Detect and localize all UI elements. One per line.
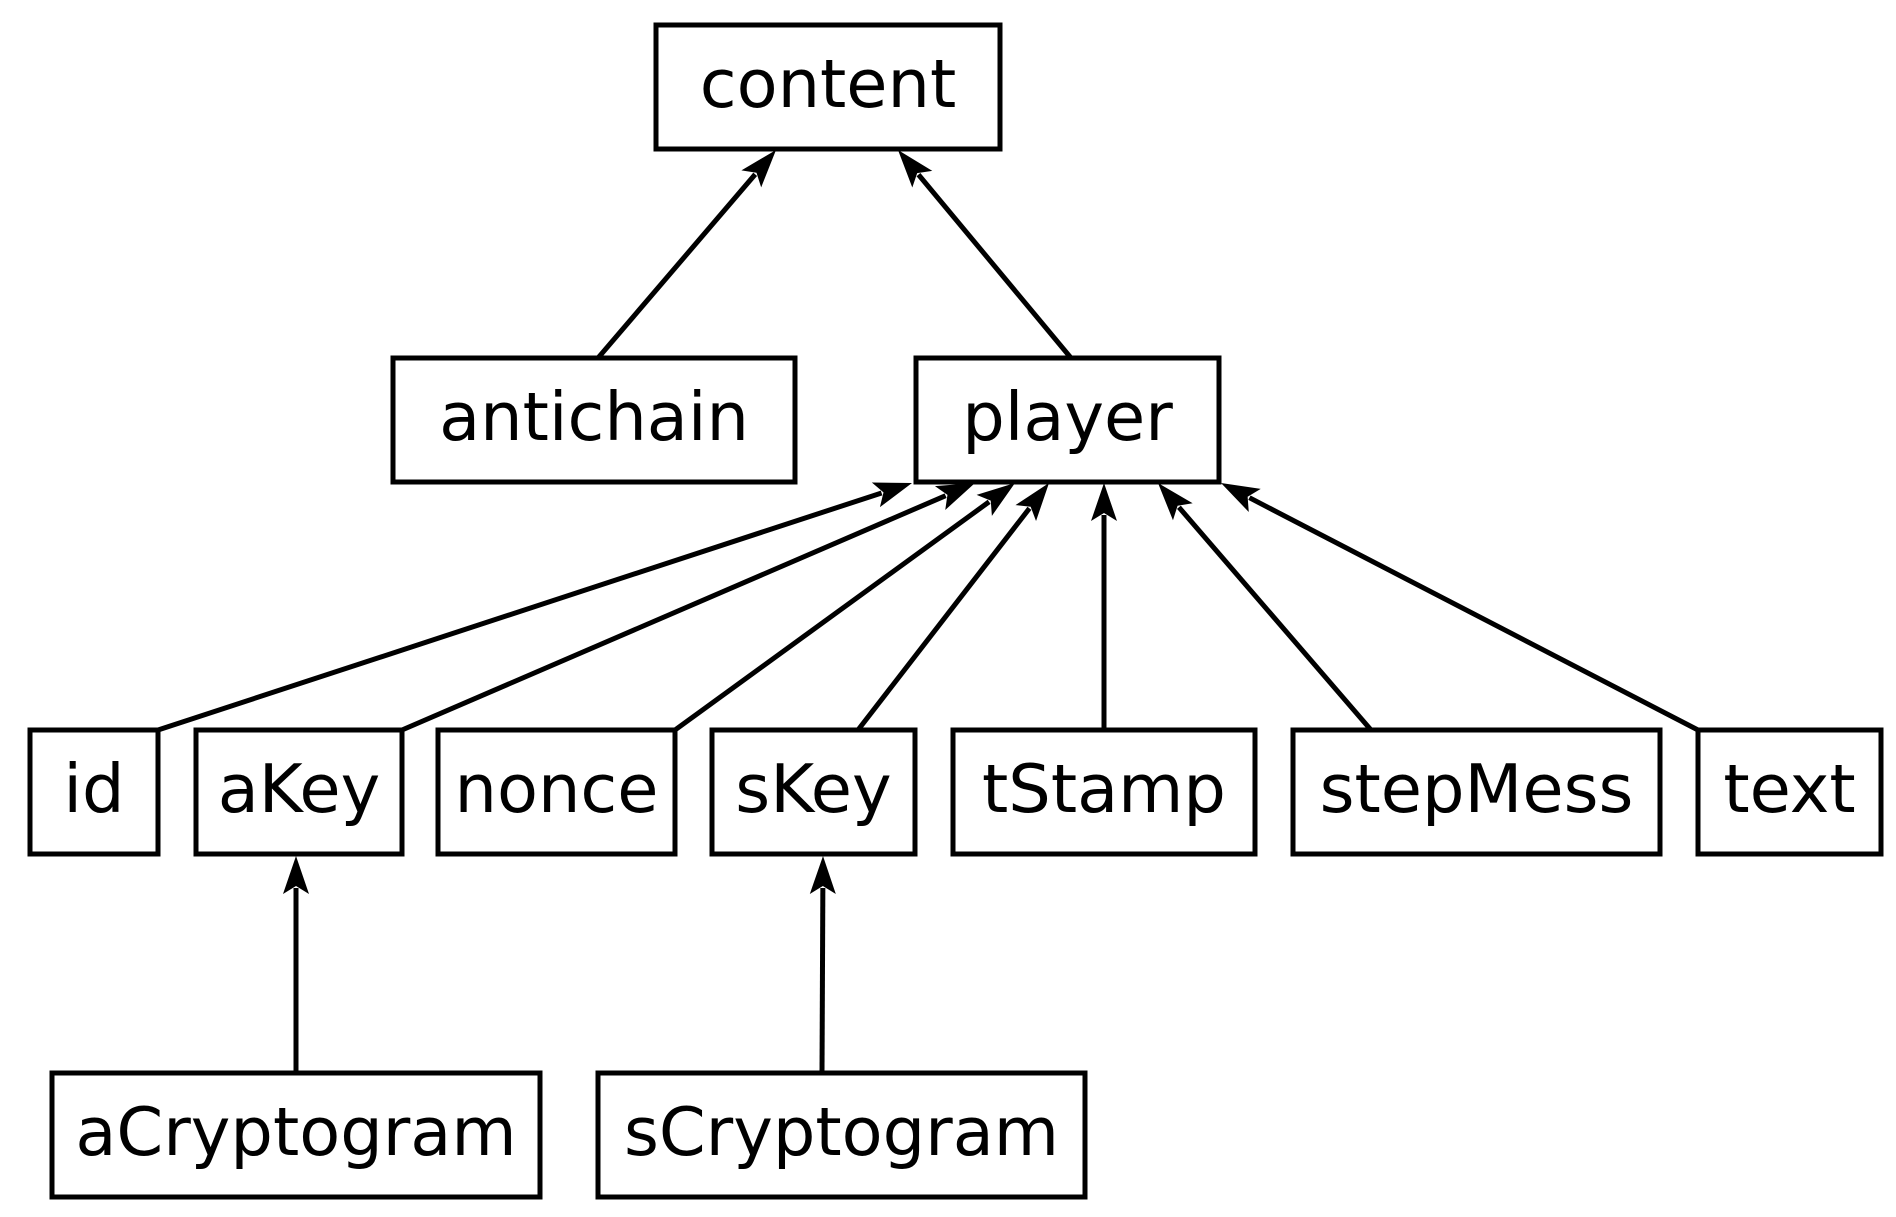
edge-line — [673, 499, 991, 733]
node-box — [595, 1070, 1088, 1200]
edge-nonce-to-player — [673, 483, 1015, 733]
edge-line — [916, 173, 1073, 360]
edge-text-to-player — [1221, 483, 1700, 733]
node-box — [913, 355, 1222, 485]
arrow-head-icon — [871, 482, 912, 508]
node-box — [27, 727, 161, 857]
node-box — [950, 727, 1258, 857]
node-sKey: sKey — [709, 727, 918, 857]
node-player: player — [913, 355, 1222, 485]
node-box — [1695, 727, 1884, 857]
arrow-head-icon — [809, 856, 836, 895]
node-text: text — [1695, 727, 1884, 857]
edge-sKey-to-player — [856, 483, 1049, 732]
arrow-head-icon — [1221, 483, 1261, 513]
arrow-head-icon — [741, 150, 776, 188]
node-label: stepMess — [1320, 750, 1634, 828]
edge-line — [1177, 505, 1373, 732]
node-label: aCryptogram — [75, 1093, 516, 1171]
node-aKey: aKey — [193, 727, 405, 857]
arrow-head-icon — [283, 856, 309, 894]
node-label: id — [63, 750, 124, 828]
edge-line — [401, 493, 947, 733]
node-label: antichain — [439, 378, 749, 456]
arrow-head-icon — [976, 483, 1015, 516]
node-box — [435, 727, 678, 857]
node-aCryptogram: aCryptogram — [49, 1070, 543, 1200]
node-label: tStamp — [982, 750, 1226, 828]
edge-line — [596, 172, 758, 360]
edge-stepMess-to-player — [1158, 483, 1373, 732]
arrow-head-icon — [898, 150, 933, 188]
edge-tStamp-to-player — [1091, 483, 1117, 730]
node-content: content — [653, 22, 1003, 152]
edge-antichain-to-content — [596, 150, 776, 360]
node-label: player — [962, 378, 1173, 456]
node-label: sKey — [735, 750, 891, 828]
node-antichain: antichain — [390, 355, 798, 485]
node-nonce: nonce — [435, 727, 678, 857]
edge-line — [819, 887, 826, 1074]
edge-line — [1248, 495, 1700, 733]
node-label: sCryptogram — [624, 1093, 1059, 1171]
node-label: text — [1723, 750, 1855, 828]
node-sCryptogram: sCryptogram — [595, 1070, 1088, 1200]
edge-line — [157, 490, 883, 733]
node-label: content — [700, 45, 957, 123]
edges — [157, 150, 1700, 1074]
nodes: content antichain player id aKey nonce sKey tSt… — [27, 22, 1884, 1200]
node-box — [49, 1070, 543, 1200]
edge-sCryptogram-to-sKey — [809, 856, 836, 1074]
arrow-head-icon — [1158, 483, 1193, 521]
node-box — [1290, 727, 1663, 857]
node-tStamp: tStamp — [950, 727, 1258, 857]
node-box — [390, 355, 798, 485]
edge-aCryptogram-to-aKey — [283, 856, 309, 1073]
arrow-head-icon — [1015, 483, 1049, 522]
node-box — [193, 727, 405, 857]
node-box — [653, 22, 1003, 152]
arrow-head-icon — [1091, 483, 1117, 521]
node-stepMess: stepMess — [1290, 727, 1663, 857]
arrow-head-icon — [934, 483, 975, 510]
edge-id-to-player — [157, 482, 912, 733]
edge-aKey-to-player — [401, 483, 975, 733]
edge-player-to-content — [898, 150, 1073, 360]
node-id: id — [27, 727, 161, 857]
node-box — [709, 727, 918, 857]
node-label: aKey — [218, 750, 381, 828]
node-label: nonce — [455, 750, 659, 828]
edge-line — [856, 506, 1032, 732]
